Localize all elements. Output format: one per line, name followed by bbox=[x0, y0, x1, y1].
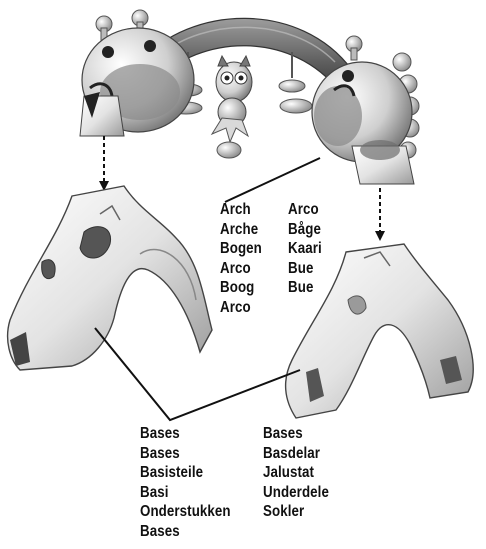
arch-label: Bogen bbox=[220, 239, 262, 259]
arch-label: Boog bbox=[220, 278, 262, 298]
base-left bbox=[8, 186, 212, 370]
owl-toy bbox=[212, 56, 252, 158]
bases-label: Sokler bbox=[263, 502, 329, 522]
arch-toy-illustration bbox=[80, 10, 419, 184]
arch-label: Båge bbox=[288, 220, 322, 240]
bases-label-column-1: Bases Bases Basisteile Basi Onderstukken… bbox=[140, 424, 231, 541]
arch-label: Arco bbox=[288, 200, 322, 220]
bases-label: Bases bbox=[263, 424, 329, 444]
bases-label: Bases bbox=[140, 424, 231, 444]
bases-label: Basdelar bbox=[263, 444, 329, 464]
bases-label: Bases bbox=[140, 444, 231, 464]
bases-label: Onderstukken bbox=[140, 502, 231, 522]
giraffe-head-left bbox=[80, 10, 194, 136]
arch-label: Arche bbox=[220, 220, 262, 240]
arch-label: Kaari bbox=[288, 239, 322, 259]
arch-label-column-1: Arch Arche Bogen Arco Boog Arco bbox=[220, 200, 262, 317]
bases-label: Bases bbox=[140, 522, 231, 542]
arch-leader-line bbox=[225, 158, 320, 202]
bases-label: Jalustat bbox=[263, 463, 329, 483]
arch-label: Arco bbox=[220, 298, 262, 318]
bases-label-column-2: Bases Basdelar Jalustat Underdele Sokler bbox=[263, 424, 329, 522]
arch-label: Arco bbox=[220, 259, 262, 279]
arch-label: Arch bbox=[220, 200, 262, 220]
arch-label: Bue bbox=[288, 259, 322, 279]
arch-label: Bue bbox=[288, 278, 322, 298]
bases-label: Basi bbox=[140, 483, 231, 503]
arch-label-column-2: Arco Båge Kaari Bue Bue bbox=[288, 200, 322, 298]
bases-label: Underdele bbox=[263, 483, 329, 503]
bases-label: Basisteile bbox=[140, 463, 231, 483]
